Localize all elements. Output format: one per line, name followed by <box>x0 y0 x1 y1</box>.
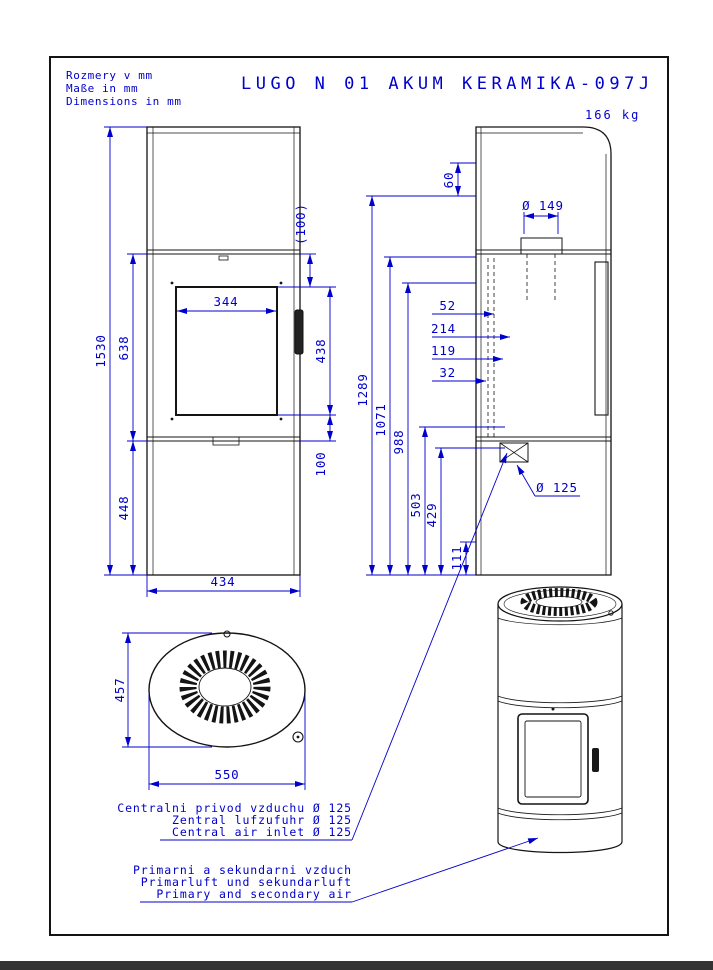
dim-height-503: 503 <box>408 493 423 518</box>
dim-offset-32: 32 <box>439 365 456 380</box>
dim-front-bottom-height: 448 <box>116 496 131 521</box>
units-label-cz: Rozmery v mm <box>66 69 153 82</box>
door-corner-marks <box>170 281 283 421</box>
perspective-view <box>497 586 623 854</box>
dim-height-1071: 1071 <box>373 403 388 436</box>
ash-latch <box>212 436 240 446</box>
dim-height-111: 111 <box>449 546 464 571</box>
persp-vent-hub <box>535 596 583 608</box>
dim-air-inlet-diameter: Ø 125 <box>536 480 578 495</box>
note-primary-air-cz: Primarni a sekundarni vzduch <box>133 863 352 877</box>
dim-door-width: 344 <box>214 294 239 309</box>
dim-offset-119: 119 <box>431 343 456 358</box>
side-glass-panel <box>594 261 609 416</box>
dim-flue-offset: 60 <box>441 172 456 189</box>
top-view-outline <box>148 632 306 748</box>
dim-front-middle-height: 638 <box>116 336 131 361</box>
dim-bottom-offset: 100 <box>313 452 328 477</box>
door-handle <box>294 309 304 355</box>
central-air-leader <box>351 452 508 841</box>
dim-front-width: 434 <box>211 574 236 589</box>
top-vent-slots <box>179 650 271 724</box>
persp-door-handle <box>592 748 599 772</box>
persp-door <box>517 713 589 805</box>
drawing-title: LUGO N 01 AKUM KERAMIKA-097J <box>241 74 654 94</box>
persp-body <box>497 604 623 854</box>
top-knob <box>223 630 231 638</box>
bottom-bar <box>0 961 713 970</box>
side-view: 60 Ø 149 52 214 119 32 <box>355 126 612 576</box>
note-central-air-en: Central air inlet Ø 125 <box>172 825 352 839</box>
persp-knob <box>608 610 614 616</box>
persp-door-glass <box>524 720 582 798</box>
note-primary-air-en: Primary and secondary air <box>156 887 352 901</box>
dim-height-429: 429 <box>424 503 439 528</box>
dim-top-depth: 457 <box>112 678 127 703</box>
units-label-en: Dimensions in mm <box>66 95 182 108</box>
dim-top-offset: (100) <box>293 203 308 245</box>
primary-air-leader <box>351 837 539 903</box>
top-vent-mark <box>218 255 229 261</box>
front-view: 1530 638 448 344 438 (100) 100 434 <box>93 126 336 597</box>
sheet-border <box>49 56 669 936</box>
handle-pin-center <box>296 735 300 739</box>
front-view-dimensions: 1530 638 448 344 438 (100) 100 434 <box>93 126 336 597</box>
dim-flue-diameter: Ø 149 <box>522 198 564 213</box>
top-view: 457 550 <box>112 630 306 790</box>
header: Rozmery v mm Maße in mm Dimensions in mm… <box>66 69 654 122</box>
dim-offset-52: 52 <box>439 298 456 313</box>
top-view-dimensions: 457 550 <box>112 632 306 790</box>
flue-collar <box>520 237 563 255</box>
side-view-outline <box>475 126 612 576</box>
persp-top-rim-inner <box>503 590 617 618</box>
persp-vent-slots <box>520 588 598 616</box>
air-inlet-notes: Centralni privod vzduchu Ø 125 Zentral l… <box>117 452 539 903</box>
dim-door-height: 438 <box>313 339 328 364</box>
note-central-air-cz: Centralni privod vzduchu Ø 125 <box>117 801 352 815</box>
central-air-inlet-mark <box>499 442 529 463</box>
dim-front-total-height: 1530 <box>93 334 108 367</box>
dim-top-width: 550 <box>215 767 240 782</box>
side-view-dimensions: 60 Ø 149 52 214 119 32 <box>355 162 580 576</box>
note-central-air-de: Zentral lufzufuhr Ø 125 <box>172 813 352 827</box>
persp-door-mark <box>551 707 555 711</box>
front-door-glass <box>175 286 278 416</box>
note-primary-air-de: Primarluft und sekundarluft <box>141 875 352 889</box>
weight-value: 166 kg <box>585 108 640 122</box>
vent-hub <box>198 667 252 707</box>
units-label-de: Maße in mm <box>66 82 138 95</box>
handle-pin <box>292 731 304 743</box>
dim-offset-214: 214 <box>431 321 456 336</box>
dim-height-1289: 1289 <box>355 373 370 406</box>
dim-height-988: 988 <box>391 430 406 455</box>
